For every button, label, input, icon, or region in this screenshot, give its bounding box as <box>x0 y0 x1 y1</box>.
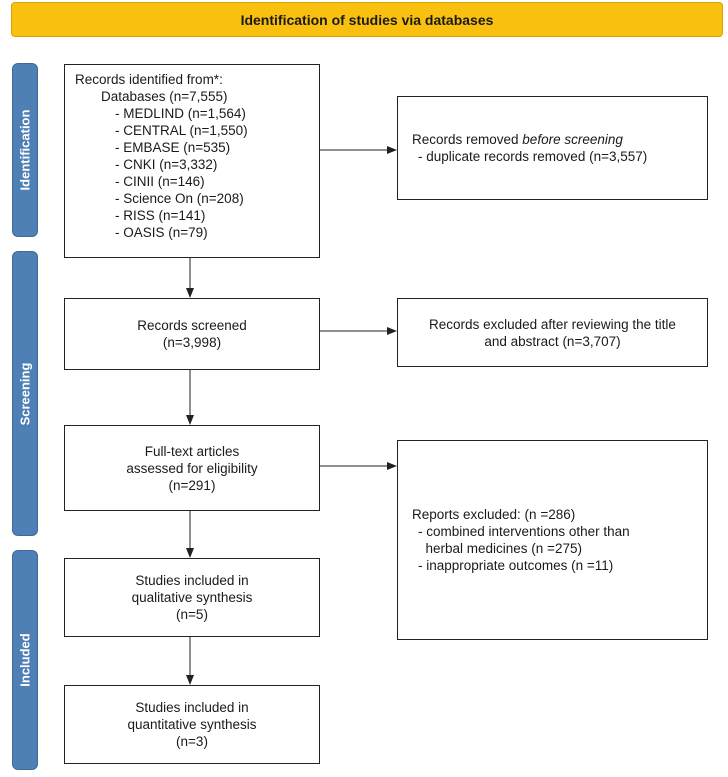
quantitative-line2: quantitative synthesis <box>127 717 257 732</box>
stage-included: Included <box>12 550 38 770</box>
source-embase: - EMBASE (n=535) <box>115 140 231 155</box>
qualitative-line2: qualitative synthesis <box>131 590 253 605</box>
records-identified-box: Records identified from*: Databases (n=7… <box>64 64 320 258</box>
identification-header: Identification of studies via databases <box>11 2 723 37</box>
records-screened-count: (n=3,998) <box>162 335 222 350</box>
databases-total: Databases (n=7,555) <box>101 89 228 104</box>
source-central: - CENTRAL (n=1,550) <box>115 123 248 138</box>
source-cinii: - CINII (n=146) <box>115 174 205 189</box>
reports-excluded-item-2: herbal medicines (n =275) <box>418 541 582 556</box>
records-screened-box: Records screened (n=3,998) <box>64 298 320 370</box>
quantitative-count: (n=3) <box>176 734 208 749</box>
reports-excluded-item-1: - combined interventions other than <box>418 524 630 539</box>
source-riss: - RISS (n=141) <box>115 208 206 223</box>
quantitative-synthesis-box: Studies included in quantitative synthes… <box>64 685 320 764</box>
records-excluded-line1: Records excluded after reviewing the tit… <box>429 316 676 332</box>
source-oasis: - OASIS (n=79) <box>115 225 208 240</box>
header-title: Identification of studies via databases <box>240 11 494 28</box>
records-excluded-line2: and abstract (n=3,707) <box>484 333 621 349</box>
quantitative-line1: Studies included in <box>135 700 249 715</box>
reports-excluded-item-3: - inappropriate outcomes (n =11) <box>418 558 614 573</box>
records-removed-prefix: Records removed <box>412 132 523 147</box>
fulltext-line2: assessed for eligibility <box>126 460 258 476</box>
duplicates-removed: - duplicate records removed (n=3,557) <box>418 149 648 164</box>
reports-excluded-title: Reports excluded: (n =286) <box>412 507 576 522</box>
reports-excluded-box: Reports excluded: (n =286) - combined in… <box>397 440 708 640</box>
fulltext-count: (n=291) <box>168 477 216 493</box>
records-removed-emphasis: before screening <box>522 132 623 147</box>
fulltext-line1: Full-text articles <box>144 443 240 459</box>
qualitative-count: (n=5) <box>176 607 208 622</box>
source-science-on: - Science On (n=208) <box>115 191 244 206</box>
stage-screening: Screening <box>12 251 38 536</box>
records-removed-title: Records removed before screening <box>412 131 707 148</box>
records-excluded-box: Records excluded after reviewing the tit… <box>397 298 708 367</box>
qualitative-synthesis-box: Studies included in qualitative synthesi… <box>64 558 320 637</box>
records-identified-title: Records identified from*: <box>75 72 223 87</box>
stage-identification: Identification <box>12 63 38 237</box>
source-cnki: - CNKI (n=3,332) <box>115 157 218 172</box>
records-removed-box: Records removed before screening - dupli… <box>397 96 708 200</box>
records-screened-label: Records screened <box>137 318 247 333</box>
source-medlind: - MEDLIND (n=1,564) <box>115 106 246 121</box>
fulltext-assessed-box: Full-text articles assessed for eligibil… <box>64 425 320 511</box>
qualitative-line1: Studies included in <box>135 573 249 588</box>
